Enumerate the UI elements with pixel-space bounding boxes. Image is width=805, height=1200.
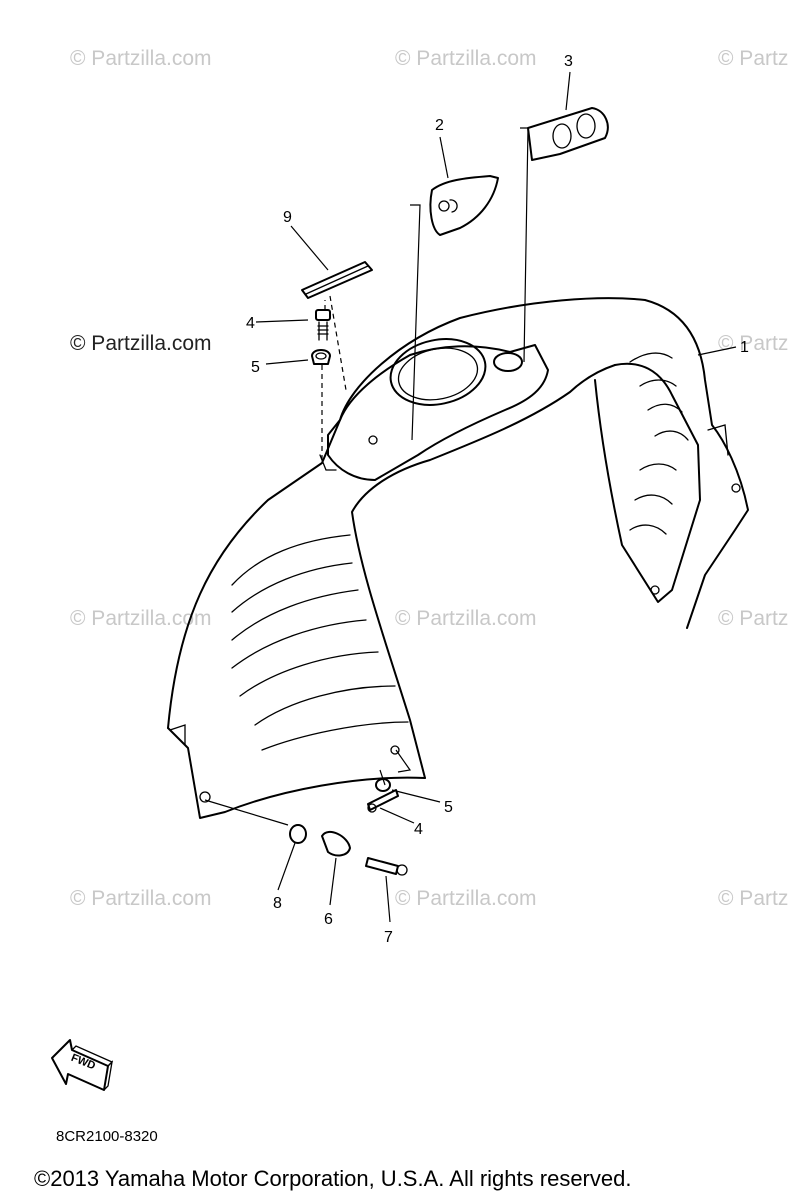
watermark: © Partz bbox=[718, 887, 788, 910]
figure-code: 8CR2100-8320 bbox=[56, 1128, 158, 1145]
fastener-washer-8 bbox=[289, 824, 307, 844]
callout-leaders bbox=[255, 71, 737, 923]
fwd-label: FWD bbox=[69, 1052, 97, 1073]
watermark: © Partz bbox=[718, 607, 788, 630]
callout-5-upper: 5 bbox=[251, 359, 260, 376]
callout-1: 1 bbox=[740, 339, 749, 356]
watermark: © Partzilla.com bbox=[395, 47, 537, 70]
callout-9: 9 bbox=[283, 209, 292, 226]
part-3-plate bbox=[527, 107, 609, 161]
watermark: © Partzilla.com bbox=[70, 887, 212, 910]
watermark-layer: © Partzilla.com © Partzilla.com © Partz … bbox=[70, 47, 788, 910]
part-1-cover bbox=[167, 297, 749, 819]
watermark: © Partzilla.com bbox=[70, 47, 212, 70]
callout-3: 3 bbox=[564, 53, 573, 70]
fastener-bolt-4-upper bbox=[315, 309, 331, 341]
watermark: © Partzilla.com bbox=[395, 607, 537, 630]
assembly-lines bbox=[204, 127, 529, 826]
watermark: © Partz bbox=[718, 47, 788, 70]
callout-5-lower: 5 bbox=[444, 799, 453, 816]
part-2-bracket bbox=[429, 175, 499, 236]
callout-numbers: 1 2 3 4 4 5 5 6 7 8 9 bbox=[246, 53, 749, 946]
watermark: © Partz bbox=[718, 332, 788, 355]
callout-7: 7 bbox=[384, 929, 393, 946]
watermark: © Partzilla.com bbox=[70, 607, 212, 630]
part-9-strip bbox=[301, 261, 373, 299]
callout-4-upper: 4 bbox=[246, 315, 255, 332]
callout-6: 6 bbox=[324, 911, 333, 928]
copyright-notice: ©2013 Yamaha Motor Corporation, U.S.A. A… bbox=[34, 1166, 632, 1191]
callout-8: 8 bbox=[273, 895, 282, 912]
fastener-bolt-7 bbox=[365, 857, 408, 876]
fastener-grommet-5-upper bbox=[311, 349, 331, 365]
callout-4-lower: 4 bbox=[414, 821, 423, 838]
watermark: © Partzilla.com bbox=[395, 887, 537, 910]
fwd-arrow-icon: FWD bbox=[51, 1039, 114, 1091]
fastener-bolt-4-lower bbox=[367, 789, 399, 813]
callout-2: 2 bbox=[435, 117, 444, 134]
watermark: © Partzilla.com bbox=[70, 332, 212, 355]
fastener-grommet-6 bbox=[321, 830, 351, 857]
